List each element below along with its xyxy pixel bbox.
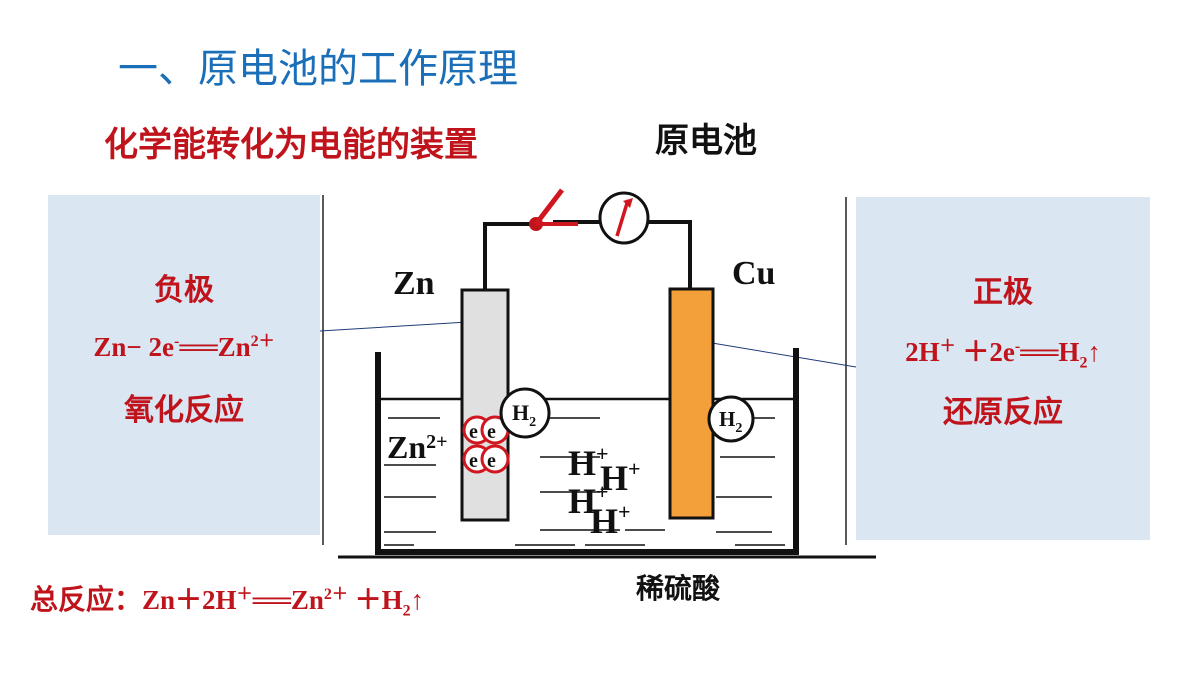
pointer-line-right	[711, 342, 857, 368]
negative-equation: Zn− 2e-══Zn2＋	[93, 332, 275, 362]
zinc-electrode	[460, 288, 510, 522]
negative-heading: 负极	[154, 273, 214, 308]
pointer-line-left	[319, 321, 469, 332]
overall-reaction-equation: Zn＋2H＋══Zn2＋ ＋H2↑	[142, 585, 425, 620]
hydrogen-ion: H+	[590, 499, 631, 541]
zinc-label: Zn	[393, 265, 435, 302]
copper-electrode	[668, 287, 715, 520]
electron-label: e	[469, 421, 478, 443]
hydrogen-ion: H+	[568, 441, 609, 483]
wire-left	[483, 222, 536, 290]
hydrogen-bubble-right	[707, 395, 755, 443]
electron-label: e	[487, 421, 496, 443]
subtitle: 化学能转化为电能的装置	[104, 125, 478, 165]
hydrogen-ion: H+	[600, 456, 641, 498]
galvanometer-needle	[615, 199, 630, 237]
wire-right	[648, 220, 692, 290]
hydrogen-bubble-label: H2	[719, 407, 742, 436]
electron-label: e	[487, 450, 496, 472]
copper-label: Cu	[732, 255, 775, 292]
positive-equation: 2H＋ ＋2e-══H2↑	[905, 337, 1101, 372]
electron-label: e	[469, 450, 478, 472]
galvanometer-needle-tip	[623, 198, 633, 208]
switch-arm	[534, 188, 564, 226]
hydrogen-ion: H+	[568, 479, 609, 521]
oxidation-label: 氧化反应	[124, 393, 244, 428]
zinc-ion-label: Zn2+	[387, 429, 448, 465]
overall-reaction: 总反应：Zn＋2H＋══Zn2＋ ＋H2↑	[30, 578, 424, 620]
electron-cluster: e e e e	[462, 415, 510, 474]
positive-electrode-panel: 正极 2H＋ ＋2e-══H2↑ 还原反应	[856, 197, 1150, 540]
beaker	[375, 348, 799, 555]
electrolyte-label: 稀硫酸	[636, 572, 721, 605]
cell-name: 原电池	[655, 121, 757, 161]
electron	[480, 444, 510, 474]
page-title: 一、原电池的工作原理	[118, 46, 518, 92]
negative-electrode-panel: 负极 Zn− 2e-══Zn2＋ 氧化反应	[48, 195, 320, 535]
positive-heading: 正极	[973, 275, 1033, 310]
hydrogen-bubble-label: H2	[512, 400, 536, 430]
reduction-label: 还原反应	[943, 395, 1063, 430]
hydrogen-bubble-left	[499, 387, 551, 439]
overall-reaction-label: 总反应：	[30, 583, 143, 616]
